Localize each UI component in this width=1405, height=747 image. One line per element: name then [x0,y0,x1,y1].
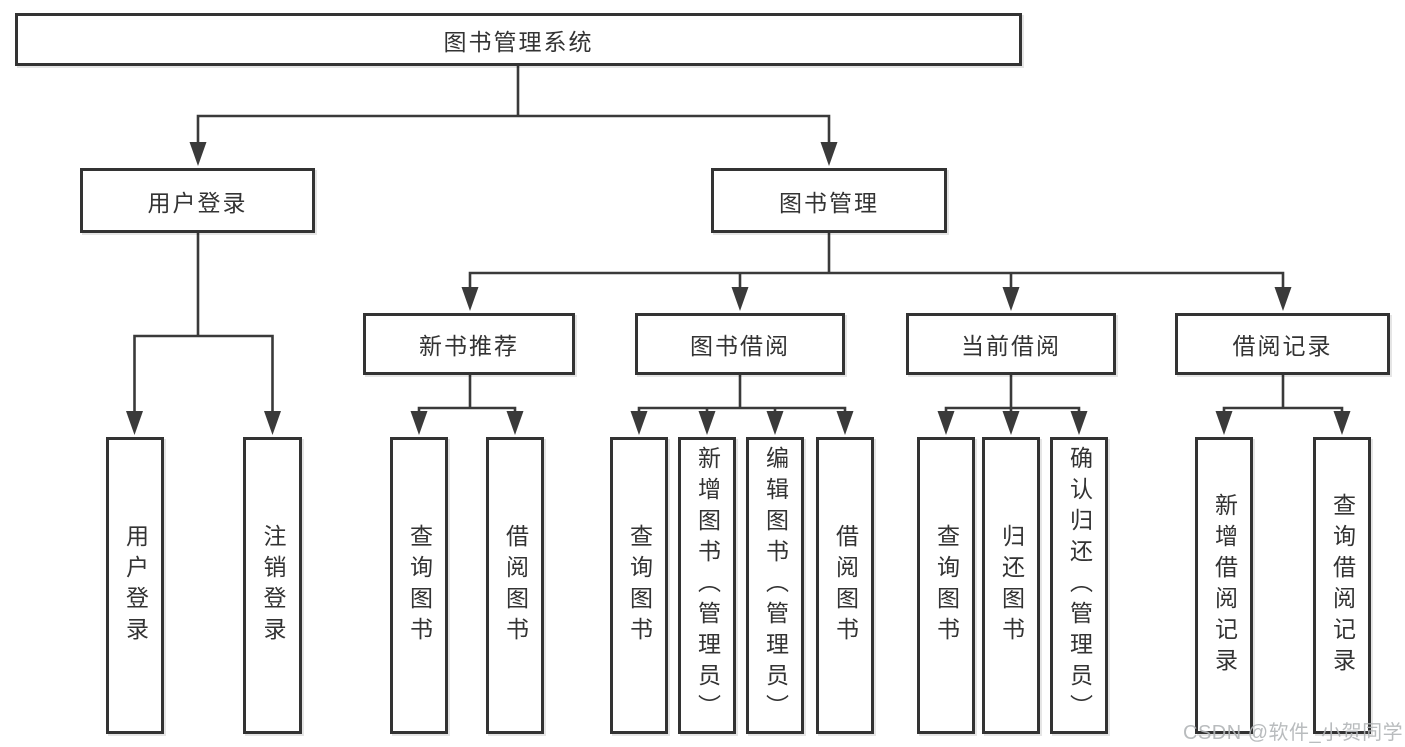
leaf-label: 查询借阅记录 [1329,492,1356,679]
node-leaf-query-books-borrow: 查询图书 [610,437,668,734]
node-leaf-query-books-current: 查询图书 [917,437,975,734]
leaf-label: 借阅图书 [502,523,529,648]
arrow-down-icon [766,411,784,435]
node-root-label: 图书管理系统 [443,28,594,55]
arrow-down-icon [461,287,479,311]
node-new-book-recommendation-label: 新书推荐 [419,333,519,359]
node-root: 图书管理系统 [15,13,1022,66]
node-leaf-borrow-books: 借阅图书 [816,437,874,734]
arrow-down-icon [410,411,428,435]
node-leaf-edit-books-admin: 编辑图书（管理员） [746,437,804,734]
arrow-down-icon [1070,411,1088,435]
arrow-down-icon [1274,287,1292,311]
leaf-label: 借阅图书 [832,523,859,648]
node-leaf-query-borrow-record: 查询借阅记录 [1313,437,1371,734]
arrow-down-icon [698,411,716,435]
arrow-down-icon [1215,411,1233,435]
arrow-down-icon [820,142,838,166]
node-book-borrowing: 图书借阅 [635,313,845,375]
arrow-down-icon [189,142,207,166]
arrow-down-icon [1002,411,1020,435]
leaf-label: 确认归还（管理员） [1066,446,1093,725]
leaf-label: 新增借阅记录 [1211,492,1238,679]
node-user-login-label: 用户登录 [147,189,248,216]
node-book-management: 图书管理 [711,168,947,233]
arrow-down-icon [506,411,524,435]
arrow-down-icon [630,411,648,435]
arrow-down-icon [1002,287,1020,311]
node-new-book-recommendation: 新书推荐 [363,313,575,375]
node-book-management-label: 图书管理 [779,189,879,216]
node-book-borrowing-label: 图书借阅 [690,333,790,359]
leaf-label: 编辑图书（管理员） [762,446,789,725]
node-borrowing-records-label: 借阅记录 [1232,333,1333,359]
arrow-down-icon [836,411,854,435]
node-leaf-add-books-admin: 新增图书（管理员） [678,437,736,734]
node-user-login: 用户登录 [80,168,315,233]
leaf-label: 查询图书 [933,523,960,648]
node-leaf-logout: 注销登录 [243,437,302,734]
node-leaf-user-login: 用户登录 [106,437,164,734]
leaf-label: 注销登录 [260,523,286,648]
leaf-label: 新增图书（管理员） [694,446,721,725]
arrow-down-icon [937,411,955,435]
watermark: CSDN @软件_小贺同学 [1183,722,1404,744]
node-borrowing-records: 借阅记录 [1175,313,1390,375]
node-leaf-query-books-recommend: 查询图书 [390,437,448,734]
node-current-borrowing: 当前借阅 [906,313,1116,375]
leaf-label: 归还图书 [998,523,1025,648]
arrow-down-icon [1333,411,1351,435]
arrow-down-icon [126,411,143,435]
arrow-down-icon [731,287,749,311]
leaf-label: 查询图书 [626,523,653,648]
node-leaf-add-borrow-record: 新增借阅记录 [1195,437,1253,734]
arrow-down-icon [264,411,281,435]
connector-lines [133,64,1344,415]
node-leaf-confirm-return-admin: 确认归还（管理员） [1050,437,1108,734]
leaf-label: 查询图书 [406,523,433,648]
arrowheads [126,142,1351,435]
node-leaf-borrow-books-recommend: 借阅图书 [486,437,544,734]
leaf-label: 用户登录 [122,523,149,648]
node-leaf-return-books: 归还图书 [982,437,1040,734]
node-current-borrowing-label: 当前借阅 [961,333,1061,359]
